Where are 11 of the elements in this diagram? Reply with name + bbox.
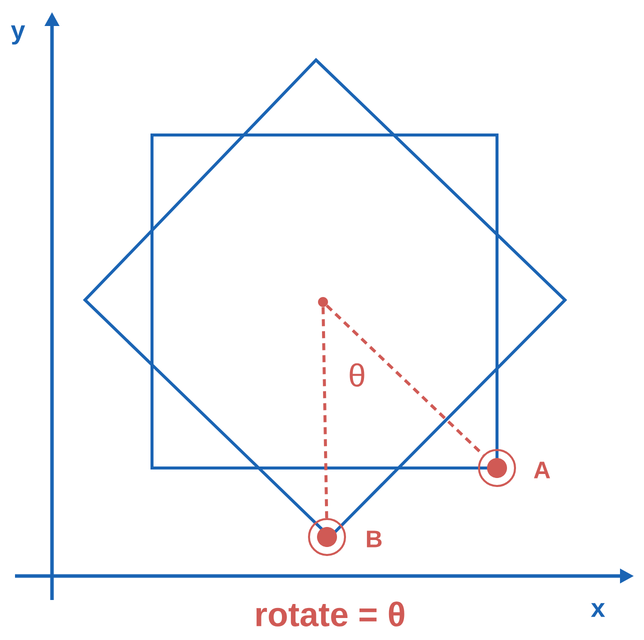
dashed-line	[322, 307, 328, 518]
angle-label: θ	[350, 363, 364, 387]
axis-label: y	[10, 25, 26, 45]
point-label: B	[366, 530, 382, 548]
formula-label: rotate = θ	[256, 602, 404, 626]
center-point	[318, 297, 328, 307]
dashed-line	[326, 304, 484, 456]
point-marker	[478, 449, 516, 487]
axis-label: x	[590, 603, 606, 617]
point-marker	[308, 518, 346, 556]
point-label: A	[534, 462, 550, 478]
